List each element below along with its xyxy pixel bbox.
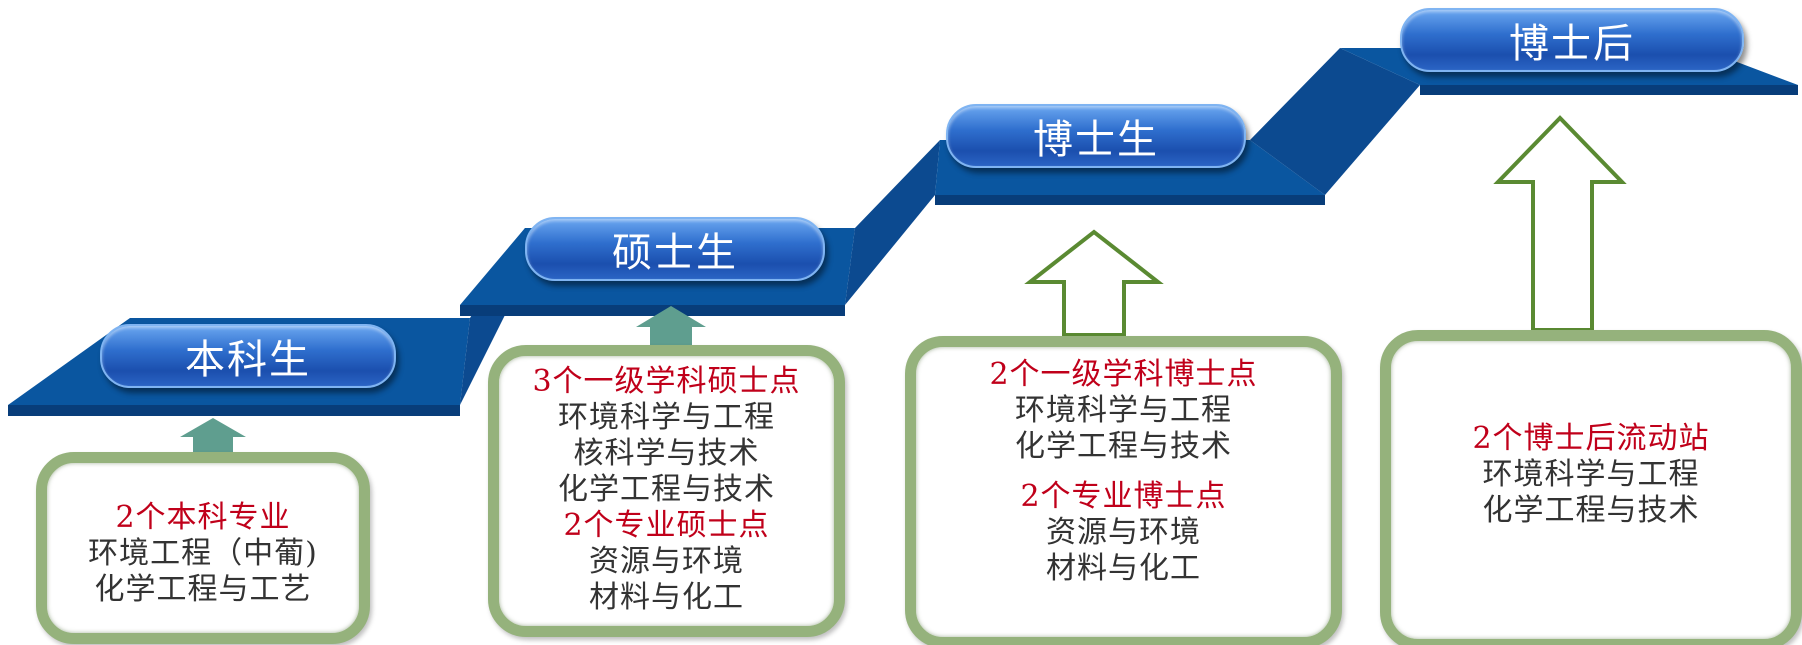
step-2-front	[460, 305, 845, 316]
stage-title-postdoc: 博士后	[1400, 8, 1744, 72]
stage-title-master: 硕士生	[525, 217, 825, 281]
stage-item: 资源与环境	[1046, 515, 1201, 550]
arrow-up-icon-3	[1024, 229, 1164, 337]
stage-item: 材料与化工	[589, 580, 744, 615]
stage-heading: 2个本科专业	[115, 500, 291, 535]
stage-item: 材料与化工	[1046, 551, 1201, 586]
stage-title-phd: 博士生	[946, 104, 1246, 168]
stage-box-master: 3个一级学科硕士点 环境科学与工程 核科学与技术 化学工程与技术 2个专业硕士点…	[488, 345, 845, 637]
stage-box-postdoc: 2个博士后流动站 环境科学与工程 化学工程与技术	[1380, 330, 1802, 645]
stage-title-bachelor: 本科生	[100, 324, 396, 388]
stage-item: 资源与环境	[589, 544, 744, 579]
stage-box-phd: 2个一级学科博士点 环境科学与工程 化学工程与技术 2个专业博士点 资源与环境 …	[905, 336, 1342, 645]
stage-item: 环境工程（中葡)	[88, 536, 318, 571]
stage-item: 环境科学与工程	[1015, 393, 1232, 428]
stage-item: 化学工程与技术	[1482, 493, 1700, 528]
arrow-up-icon-4	[1493, 115, 1627, 332]
step-3-front	[935, 195, 1325, 205]
stage-item: 化学工程与技术	[558, 472, 775, 507]
riser-2	[845, 140, 940, 305]
stage-heading-2: 2个专业博士点	[1020, 479, 1227, 514]
stage-item: 化学工程与技术	[1015, 429, 1232, 464]
step-4-front	[1420, 85, 1798, 95]
riser-3	[1250, 48, 1420, 195]
step-1-front	[8, 405, 460, 416]
stage-heading-2: 2个专业硕士点	[563, 508, 770, 543]
stage-item: 环境科学与工程	[558, 400, 775, 435]
stage-item: 环境科学与工程	[1482, 457, 1700, 492]
arrow-up-icon-2	[636, 306, 706, 345]
arrow-up-icon-1	[180, 418, 246, 452]
stage-heading: 2个博士后流动站	[1472, 421, 1710, 456]
stage-item: 核科学与技术	[573, 436, 760, 471]
stage-heading: 3个一级学科硕士点	[532, 364, 801, 399]
stage-item: 化学工程与工艺	[94, 572, 312, 607]
stage-box-bachelor: 2个本科专业 环境工程（中葡) 化学工程与工艺	[36, 452, 370, 644]
stage-heading: 2个一级学科博士点	[989, 357, 1258, 392]
